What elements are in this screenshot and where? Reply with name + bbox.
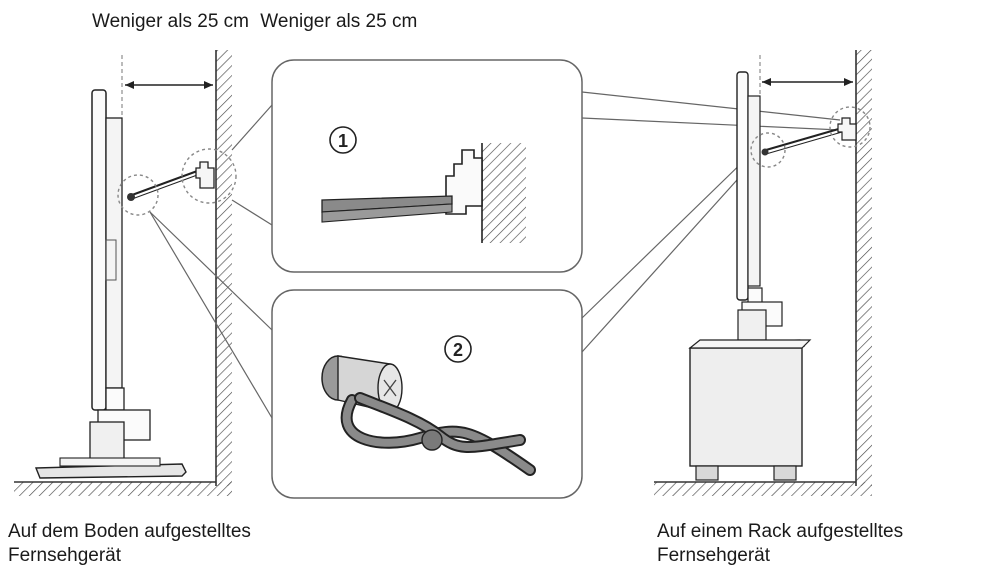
left-distance-arrow xyxy=(125,81,213,89)
right-wall-clip xyxy=(837,117,857,141)
caption-floor-tv: Auf dem Boden aufgestelltes Fernsehgerät xyxy=(8,520,251,568)
caption-rack-tv-line-1: Auf einem Rack aufgestelltes xyxy=(657,521,904,542)
left-tv-side-view xyxy=(34,89,187,479)
right-detail-circle-clip xyxy=(829,106,871,148)
marker-1: ① 1 xyxy=(329,126,357,154)
detail-box-1 xyxy=(271,59,583,273)
left-detail-circle-screw xyxy=(117,174,159,216)
distance-labels: Weniger als 25 cm Weniger als 25 cm xyxy=(92,10,423,34)
distance-label-left: Weniger als 25 cm xyxy=(92,11,249,32)
detail-box-2 xyxy=(271,289,583,499)
callout-lines xyxy=(149,91,841,419)
right-tv-side-view xyxy=(699,71,806,349)
right-floor-hatch xyxy=(654,482,872,496)
left-detail-circle-clip xyxy=(181,148,237,204)
right-distance-arrow xyxy=(762,78,853,86)
left-wall-clip xyxy=(195,161,215,189)
right-rack xyxy=(688,339,812,481)
caption-floor-tv-line-1: Auf dem Boden aufgestelltes xyxy=(8,521,251,542)
caption-floor-tv-line-2: Fernsehgerät xyxy=(8,545,122,566)
marker-2-digit: 2 xyxy=(453,340,463,360)
marker-2: ② 2 xyxy=(444,335,472,363)
right-wall-hatch xyxy=(856,50,872,486)
caption-rack-tv-line-2: Fernsehgerät xyxy=(657,545,771,566)
right-detail-circle-screw xyxy=(750,132,786,168)
left-floor-hatch xyxy=(14,482,232,496)
right-scene-rack-tv xyxy=(654,50,872,496)
marker-1-digit: 1 xyxy=(338,131,348,151)
left-wall-hatch xyxy=(216,50,232,486)
caption-rack-tv: Auf einem Rack aufgestelltes Fernsehgerä… xyxy=(657,520,903,568)
right-securing-strap xyxy=(761,127,843,156)
distance-label-right: Weniger als 25 cm xyxy=(260,11,418,32)
left-securing-strap xyxy=(127,169,201,201)
left-scene-floor-tv xyxy=(14,50,237,496)
